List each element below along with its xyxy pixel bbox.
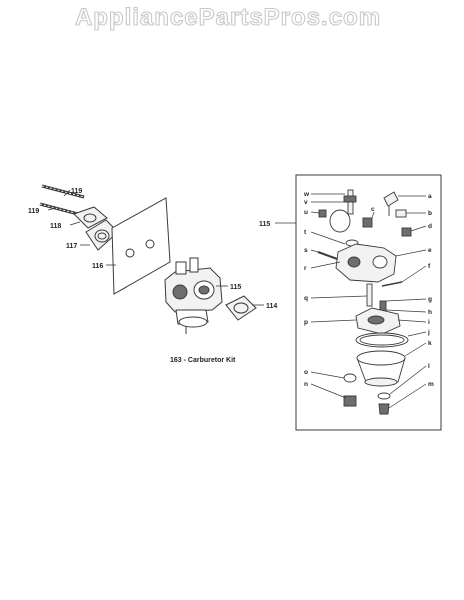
inset-left-letters: w v u t s r q p o n bbox=[303, 191, 310, 388]
letter-n: n bbox=[304, 381, 308, 388]
letter-w: w bbox=[303, 191, 310, 198]
letter-i: i bbox=[428, 319, 430, 326]
inset-right-letters: a b c d e f g h i j k l m bbox=[371, 193, 434, 388]
kit-caption: 163 - Carburetor Kit bbox=[170, 357, 236, 364]
letter-a: a bbox=[428, 193, 432, 200]
letter-l: l bbox=[428, 363, 430, 370]
letter-c: c bbox=[371, 206, 375, 213]
letter-r: r bbox=[304, 265, 307, 272]
callout-117: 117 bbox=[66, 243, 77, 250]
stud-119-upper bbox=[41, 184, 85, 199]
letter-q: q bbox=[304, 295, 308, 302]
letter-b: b bbox=[428, 210, 432, 217]
letter-d: d bbox=[428, 223, 432, 230]
heat-shield-116 bbox=[111, 197, 171, 295]
gasket-118 bbox=[73, 206, 108, 229]
inset-parts bbox=[317, 189, 412, 415]
callout-119-lower: 119 bbox=[28, 208, 39, 215]
inset-panel: 115 bbox=[259, 174, 442, 431]
left-callouts: 119 119 118 117 116 115 114 bbox=[28, 188, 277, 310]
callout-119-upper: 119 bbox=[71, 188, 82, 195]
letter-e: e bbox=[428, 247, 432, 254]
callout-114: 114 bbox=[266, 303, 277, 310]
watermark: AppliancePartsPros.com bbox=[75, 4, 381, 31]
carburetor-115 bbox=[164, 257, 223, 334]
letter-h: h bbox=[428, 309, 432, 316]
left-leader-lines bbox=[47, 189, 264, 306]
callout-118: 118 bbox=[50, 223, 61, 230]
letter-v: v bbox=[304, 199, 308, 206]
letter-m: m bbox=[428, 381, 434, 388]
letter-s: s bbox=[304, 247, 308, 254]
stud-119-lower bbox=[39, 202, 79, 216]
callout-115-main: 115 bbox=[230, 284, 241, 291]
letter-g: g bbox=[428, 296, 432, 303]
letter-u: u bbox=[304, 209, 308, 216]
spacer-117 bbox=[85, 219, 119, 251]
inset-leader-lines bbox=[310, 193, 427, 409]
letter-f: f bbox=[428, 263, 431, 270]
letter-j: j bbox=[427, 329, 430, 336]
letter-t: t bbox=[304, 229, 307, 236]
letter-p: p bbox=[304, 319, 308, 326]
letter-o: o bbox=[304, 369, 308, 376]
exploded-view bbox=[39, 184, 257, 334]
inset-callout-115: 115 bbox=[259, 221, 270, 228]
callout-116: 116 bbox=[92, 263, 103, 270]
gasket-114 bbox=[225, 295, 257, 321]
letter-k: k bbox=[428, 340, 432, 347]
